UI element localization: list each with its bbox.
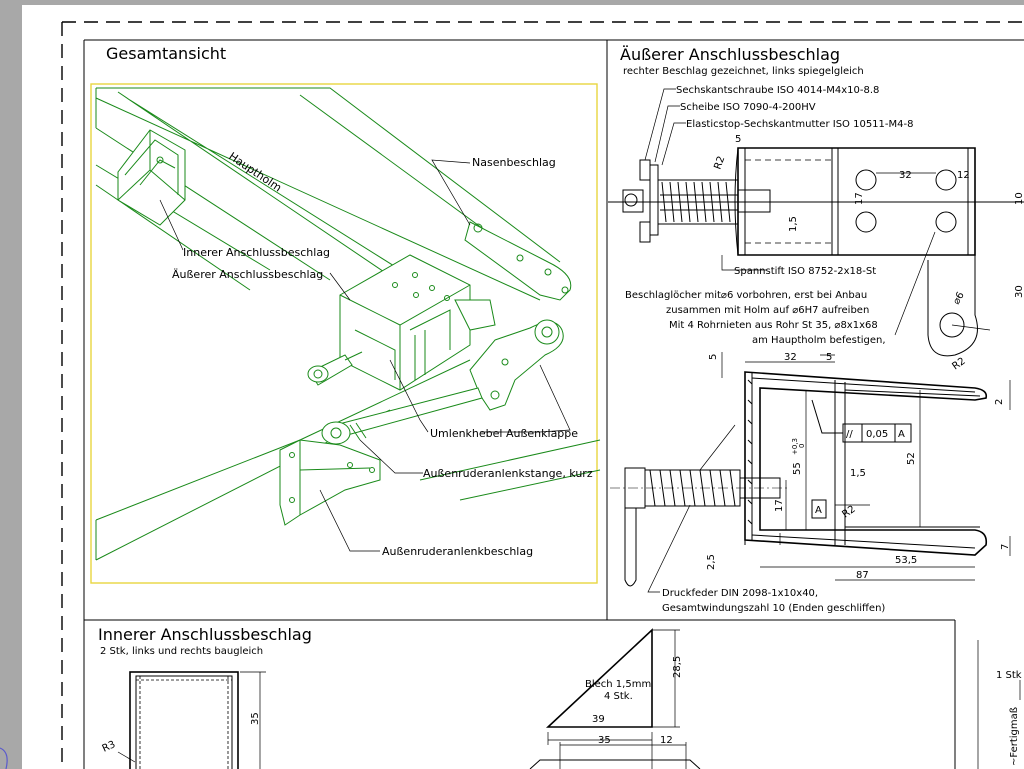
right-edge-lines: [977, 640, 1021, 769]
label-nasenbeschlag: Nasenbeschlag: [472, 156, 556, 169]
dim-30: 30: [1014, 285, 1024, 298]
dim-17b: 17: [774, 499, 785, 512]
part-spannstift: Spannstift ISO 8752-2x18-St: [734, 266, 876, 277]
part-windungen: Gesamtwindungszahl 10 (Enden geschliffen…: [662, 603, 885, 614]
lug-hole: [939, 312, 965, 338]
spring-leaders: [647, 424, 736, 593]
dim-7: 7: [1000, 544, 1011, 550]
isometric-assembly: [95, 87, 601, 561]
dim-32b: 32: [784, 352, 797, 363]
part-druckfeder: Druckfeder DIN 2098-1x10x40,: [662, 588, 818, 599]
label-anlenkstange: Außenruderanlenkstange, kurz: [423, 467, 593, 480]
corner-artifact: [0, 747, 8, 769]
dim-55-tol-lower: 0: [798, 444, 806, 448]
dim-55-tol: +0,3: [791, 438, 799, 455]
aeusserer-title: Äußerer Anschlussbeschlag: [620, 45, 840, 64]
note-line-1: Beschlaglöcher mit⌀6 vorbohren, erst bei…: [625, 290, 867, 301]
tol-parallel: //: [846, 429, 853, 440]
part-leaders: [644, 88, 686, 166]
top-view: [608, 147, 1024, 271]
dim-285: 28,5: [672, 656, 683, 678]
datum-a-box: [811, 499, 827, 519]
tol-value: 0,05: [866, 429, 888, 440]
dim-39: 39: [592, 714, 605, 725]
dim-35-inner: 35: [250, 712, 261, 725]
dim-12-inner: 12: [660, 735, 673, 746]
dim-52: 52: [906, 452, 917, 465]
lug-leader: [894, 231, 991, 336]
stk-label: 4 Stk.: [604, 691, 633, 702]
dim-17: 17: [854, 192, 865, 205]
dim-87: 87: [856, 570, 869, 581]
dim-5b: 5: [708, 354, 719, 360]
bottom-detail: [529, 759, 701, 769]
dim-15a: 1,5: [788, 216, 799, 232]
gesamt-highlight-frame: [90, 83, 598, 584]
dim-25: 2,5: [706, 554, 717, 570]
part-schraube: Sechskantschraube ISO 4014-M4x10-8.8: [676, 85, 879, 96]
dim-535: 53,5: [895, 555, 917, 566]
triangle-dim-lines: [547, 629, 687, 769]
side-dim-lines: [721, 352, 1011, 581]
dim-12: 12: [957, 170, 970, 181]
part-scheibe: Scheibe ISO 7090-4-200HV: [680, 102, 816, 113]
dim-35b: 35: [598, 735, 611, 746]
dim-15b: 1,5: [850, 468, 866, 479]
aeusserer-subtitle: rechter Beschlag gezeichnet, links spieg…: [623, 66, 864, 77]
dim-r3: R3: [101, 739, 118, 755]
label-aeusserer: Äußerer Anschlussbeschlag: [172, 268, 323, 281]
innerer-title: Innerer Anschlussbeschlag: [98, 625, 312, 644]
side-view: [610, 371, 988, 587]
label-innerer: Innerer Anschlussbeschlag: [183, 246, 330, 259]
innerer-box: [129, 671, 266, 769]
dim-55: 55: [792, 462, 803, 475]
dim-phi6: ⌀6: [951, 290, 967, 306]
gesamt-title: Gesamtansicht: [106, 44, 226, 63]
triangle-plate: [545, 628, 653, 728]
note-line-4: am Hauptholm befestigen,: [752, 335, 886, 346]
right-fertigmass: ~Fertigmaß: [1009, 707, 1020, 766]
dim-5a: 5: [735, 134, 741, 145]
gesamt-leaders: [159, 159, 571, 552]
dim-5c: 5: [826, 352, 832, 363]
frame-lines: [83, 39, 1024, 769]
label-anlenkbeschlag: Außenruderanlenkbeschlag: [382, 545, 533, 558]
tolerance-frame-dividers: [811, 399, 896, 442]
r3-leader: [117, 751, 136, 763]
note-line-3: Mit 4 Rohrnieten aus Rohr St 35, ⌀8x1x68: [669, 320, 878, 331]
blech-label: Blech 1,5mm: [585, 679, 651, 690]
dim-10: 10: [1014, 192, 1024, 205]
datum-a: A: [815, 505, 822, 516]
dim-2: 2: [994, 399, 1005, 405]
drawing-sheet: [22, 5, 1024, 769]
lug-outline: [927, 255, 978, 357]
tol-ref: A: [898, 429, 905, 440]
dim-r2: R2: [712, 155, 727, 171]
innerer-subtitle: 2 Stk, links und rechts baugleich: [100, 646, 263, 657]
part-mutter: Elasticstop-Sechskantmutter ISO 10511-M4…: [686, 119, 913, 130]
sheet-dashed-border: [61, 21, 1024, 769]
right-stk: 1 Stk: [996, 670, 1022, 681]
label-umlenkhebel: Umlenkhebel Außenklappe: [430, 427, 578, 440]
note-line-2: zusammen mit Holm auf ⌀6H7 aufreiben: [666, 305, 869, 316]
dim-32: 32: [899, 170, 912, 181]
